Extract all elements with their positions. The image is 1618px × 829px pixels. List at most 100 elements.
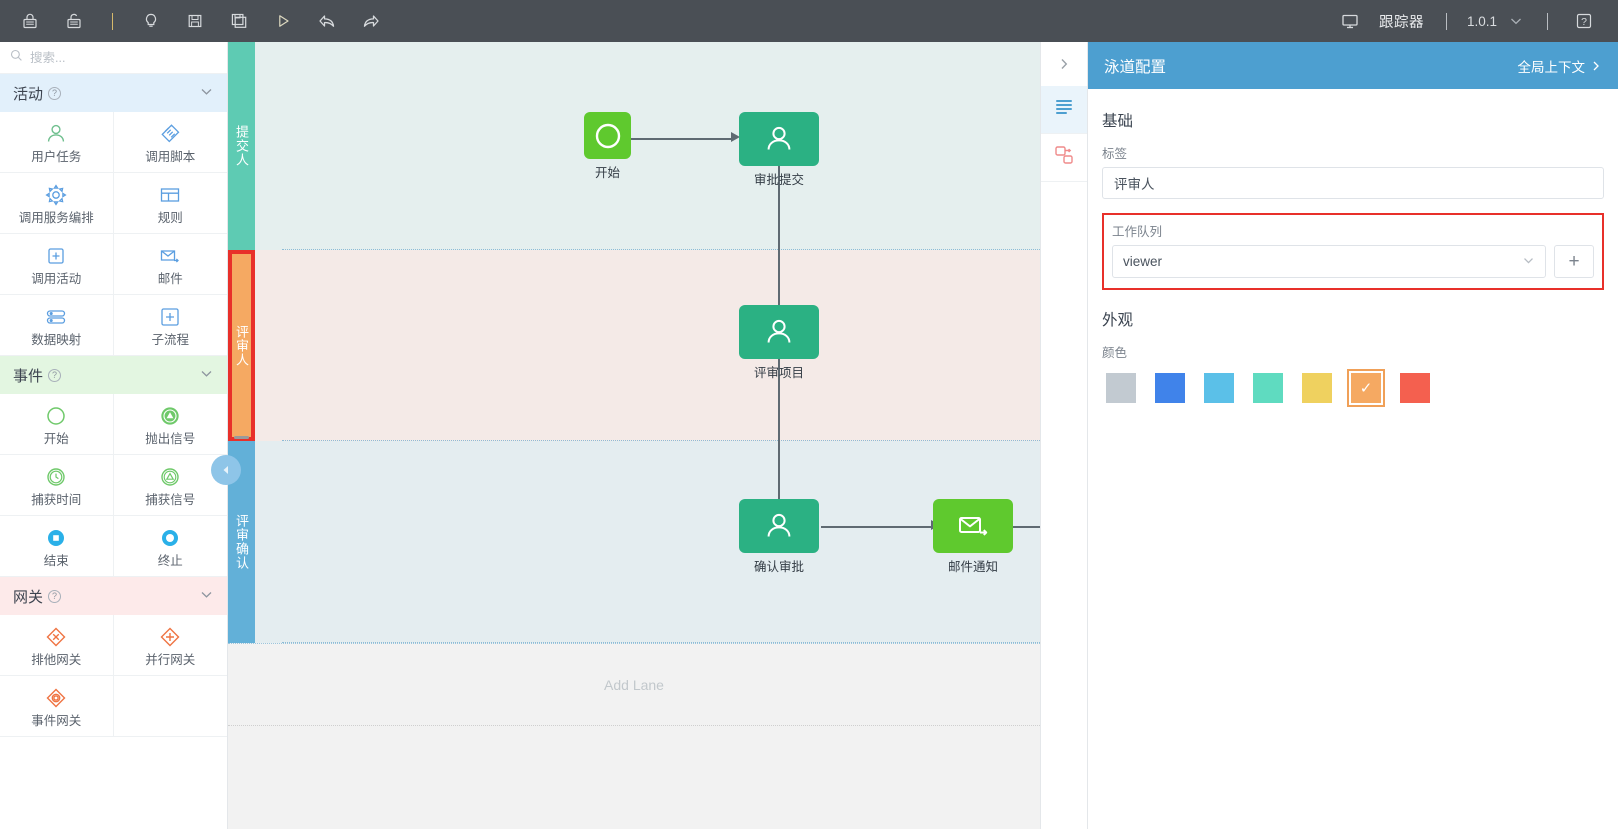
label-field-input[interactable] [1102,167,1604,199]
lane-header-reviewer[interactable]: 评审人 [228,250,255,441]
palette-item-catch-timer[interactable]: 捕获时间 [0,455,114,516]
search-input[interactable] [30,50,200,65]
redo-icon[interactable] [349,0,393,42]
palette-item-mail-task[interactable]: 邮件 [113,234,227,295]
palette-item-parallel-gateway[interactable]: 并行网关 [113,615,227,676]
color-swatch-teal[interactable] [1253,373,1283,403]
node-start[interactable]: 开始 [584,112,631,181]
help-circle-icon[interactable]: ? [48,86,62,100]
chevron-down-icon[interactable] [199,587,214,606]
group-label-gateway: 网关 [13,588,44,606]
palette-item-start-event[interactable]: 开始 [0,394,114,455]
color-swatch-yellow[interactable] [1302,373,1332,403]
play-icon[interactable] [261,0,305,42]
color-swatch-list: ✓ [1102,369,1604,407]
chevron-down-icon[interactable] [1501,0,1531,42]
add-lane-button[interactable]: Add Lane [228,643,1040,726]
panel-collapse-button[interactable] [1041,42,1087,86]
chevron-down-icon[interactable] [199,84,214,103]
palette-group-activity[interactable]: 活动 ? [0,74,227,112]
palette-item-rule-task[interactable]: 规则 [113,173,227,234]
palette-group-event[interactable]: 事件 ? [0,356,227,394]
unlock-icon[interactable] [52,0,96,42]
monitor-icon[interactable] [1327,0,1373,42]
color-swatch-wrap [1298,369,1336,407]
lane-body-confirm[interactable] [255,441,1040,643]
save-as-icon[interactable] [217,0,261,42]
chevron-down-icon[interactable] [1522,254,1535,270]
palette-item-throw-signal[interactable]: 抛出信号 [113,394,227,455]
color-swatch-wrap-selected: ✓ [1347,369,1385,407]
catch-signal-icon [157,464,183,491]
work-queue-highlight: 工作队列 viewer + [1102,213,1604,290]
exclusive-gateway-icon [43,624,69,651]
version-label[interactable]: 1.0.1 [1466,13,1497,29]
palette-item-label: 排他网关 [31,652,82,667]
node-label: 评审项目 [753,366,804,380]
connector-confirm-to-mail[interactable] [821,526,931,528]
save-icon[interactable] [173,0,217,42]
palette-item-subprocess[interactable]: 子流程 [113,295,227,356]
connector-submit-to-review[interactable] [778,166,780,326]
help-circle-icon[interactable]: ? [48,368,62,382]
top-toolbar: 跟踪器 1.0.1 ? [0,0,1618,42]
tracker-button[interactable]: 跟踪器 [1378,14,1424,31]
palette-item-catch-signal[interactable]: 捕获信号 [113,455,227,516]
toolbar-left-group [0,0,393,42]
add-work-queue-button[interactable]: + [1554,245,1594,278]
color-swatch-wrap [1151,369,1189,407]
color-swatch-blue[interactable] [1155,373,1185,403]
color-swatch-lightblue[interactable] [1204,373,1234,403]
palette-item-data-mapping[interactable]: 数据映射 [0,295,114,356]
rail-tab-properties[interactable] [1041,86,1087,134]
palette-item-call-activity[interactable]: 调用活动 [0,234,114,295]
user-task-icon [739,112,819,166]
palette-item-user-task[interactable]: 用户任务 [0,112,114,173]
palette-item-exclusive-gateway[interactable]: 排他网关 [0,615,114,676]
lane-body-reviewer[interactable] [255,250,1040,441]
color-swatch-grey[interactable] [1106,373,1136,403]
lane-body-submitter[interactable] [255,42,1040,250]
palette-item-terminate-event[interactable]: 终止 [113,516,227,577]
undo-icon[interactable] [305,0,349,42]
chevron-down-icon[interactable] [199,366,214,385]
node-mail-notify[interactable]: 邮件通知 [933,499,1013,575]
node-confirm-approval[interactable]: 确认审批 [739,499,819,575]
palette-item-script-task[interactable]: 调用脚本 [113,112,227,173]
color-swatch-wrap [1396,369,1434,407]
mail-task-icon [157,243,183,270]
node-approval-submit[interactable]: 审批提交 [739,112,819,188]
lightbulb-icon[interactable] [129,0,173,42]
properties-panel: 泳道配置 全局上下文 基础 标签 工作队列 viewer [1088,42,1618,829]
node-review-item[interactable]: 评审项目 [739,305,819,381]
palette-item-label: 终止 [157,553,183,568]
lane-divider [282,642,1040,643]
palette-item-service-task[interactable]: 调用服务编排 [0,173,114,234]
palette-item-event-gateway[interactable]: 事件网关 [0,676,114,737]
global-context-link[interactable]: 全局上下文 [1518,56,1603,76]
diagram-canvas[interactable]: 提交人 评审人 评审确认 [228,42,1040,829]
connector-review-to-confirm[interactable] [778,359,780,514]
service-task-icon [43,182,69,209]
color-swatch-orange[interactable]: ✓ [1351,373,1381,403]
global-context-label: 全局上下文 [1517,59,1586,75]
palette-group-gateway[interactable]: 网关 ? [0,577,227,615]
lock-icon[interactable] [8,0,52,42]
connector-start-to-submit[interactable] [631,138,731,140]
group-label-activity: 活动 [13,85,44,103]
palette-collapse-handle[interactable] [211,455,241,485]
subprocess-icon [157,304,183,331]
lane-resize-handle[interactable] [234,436,249,439]
palette-item-label: 调用活动 [31,271,82,286]
palette-item-end-event[interactable]: 结束 [0,516,114,577]
color-swatch-red[interactable] [1400,373,1430,403]
properties-list-icon [1053,96,1075,123]
script-task-icon [157,121,183,148]
connector-arrow-1 [731,132,740,142]
event-gateway-icon [43,685,69,712]
work-queue-select[interactable]: viewer [1112,245,1546,278]
lane-header-submitter[interactable]: 提交人 [228,42,255,250]
help-button[interactable]: ? [1564,0,1604,42]
rail-tab-relations[interactable] [1041,134,1087,182]
help-circle-icon[interactable]: ? [48,589,62,603]
